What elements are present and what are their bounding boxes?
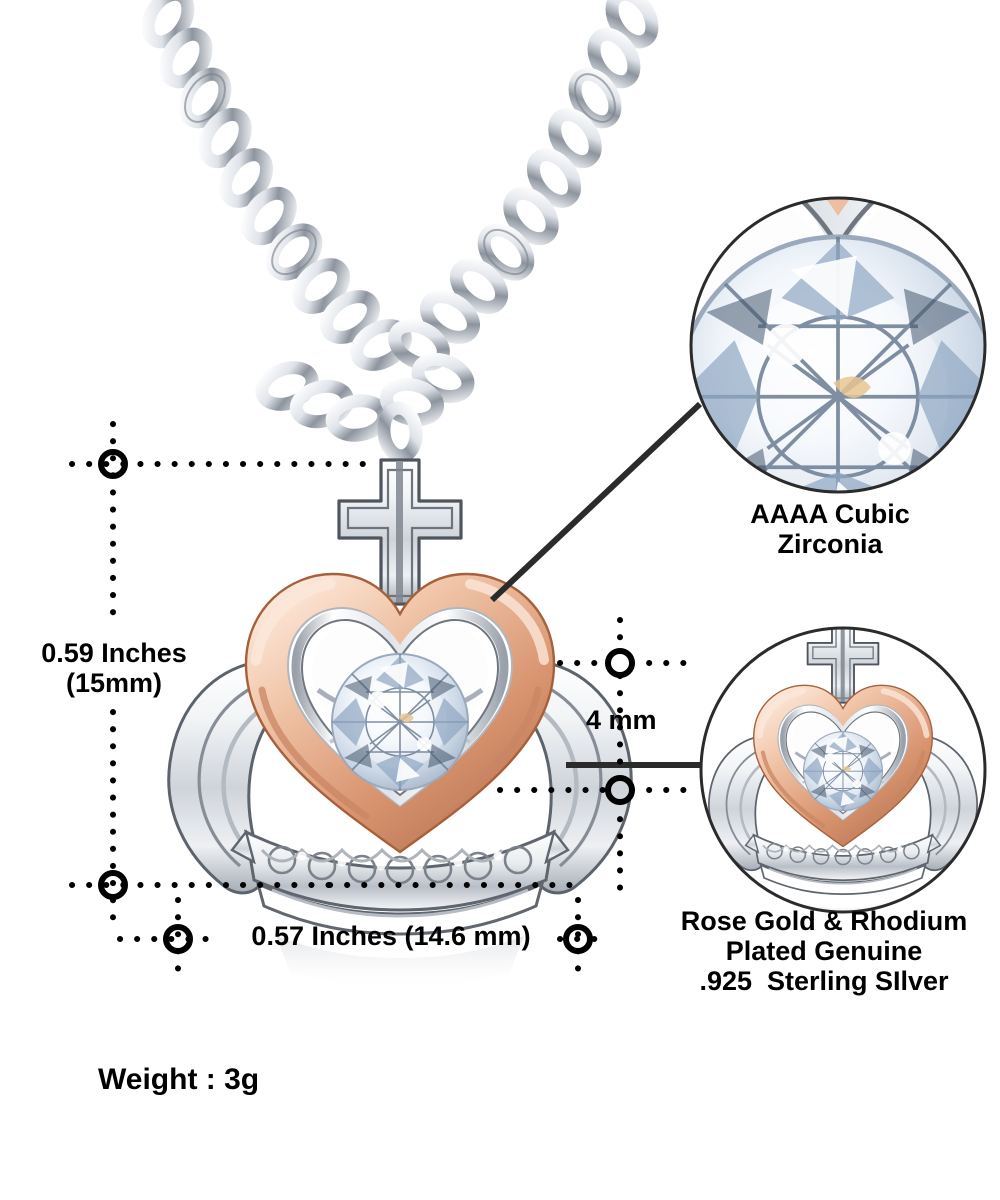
height-dimension-line2: (15mm) <box>65 668 163 699</box>
dimension-markers <box>98 449 635 954</box>
dimension-marker-bottom-left <box>98 870 128 900</box>
material-callout-line2: Plated Genuine <box>725 936 923 967</box>
dimension-marker-top-left <box>98 449 128 479</box>
height-dimension-line1: 0.59 Inches <box>41 638 187 668</box>
crown-pendant <box>169 460 631 988</box>
height-dimension-label: 0.59 Inches(15mm) <box>14 638 214 698</box>
inset-stone-detail <box>689 196 987 494</box>
material-callout-line1: Rose Gold & Rhodium <box>680 906 968 936</box>
stone-size-label: 4 mm <box>586 705 657 735</box>
dimension-marker-stone-top <box>605 648 635 678</box>
cz-callout-line2: Zirconia <box>777 529 883 560</box>
dimension-marker-width-left <box>163 924 193 954</box>
weight-label: Weight : 3g <box>98 1063 260 1096</box>
necklace-chain <box>141 0 659 463</box>
material-callout-line3: .925 Sterling SIlver <box>699 966 949 997</box>
callout-leader-lines <box>489 401 712 768</box>
inset-pendant-detail <box>699 626 987 914</box>
dimension-marker-stone-bottom <box>605 775 635 805</box>
cz-callout-line1: AAAA Cubic <box>750 499 910 529</box>
dimension-marker-width-right <box>563 924 593 954</box>
width-dimension-label: 0.57 Inches (14.6 mm) <box>251 921 531 951</box>
